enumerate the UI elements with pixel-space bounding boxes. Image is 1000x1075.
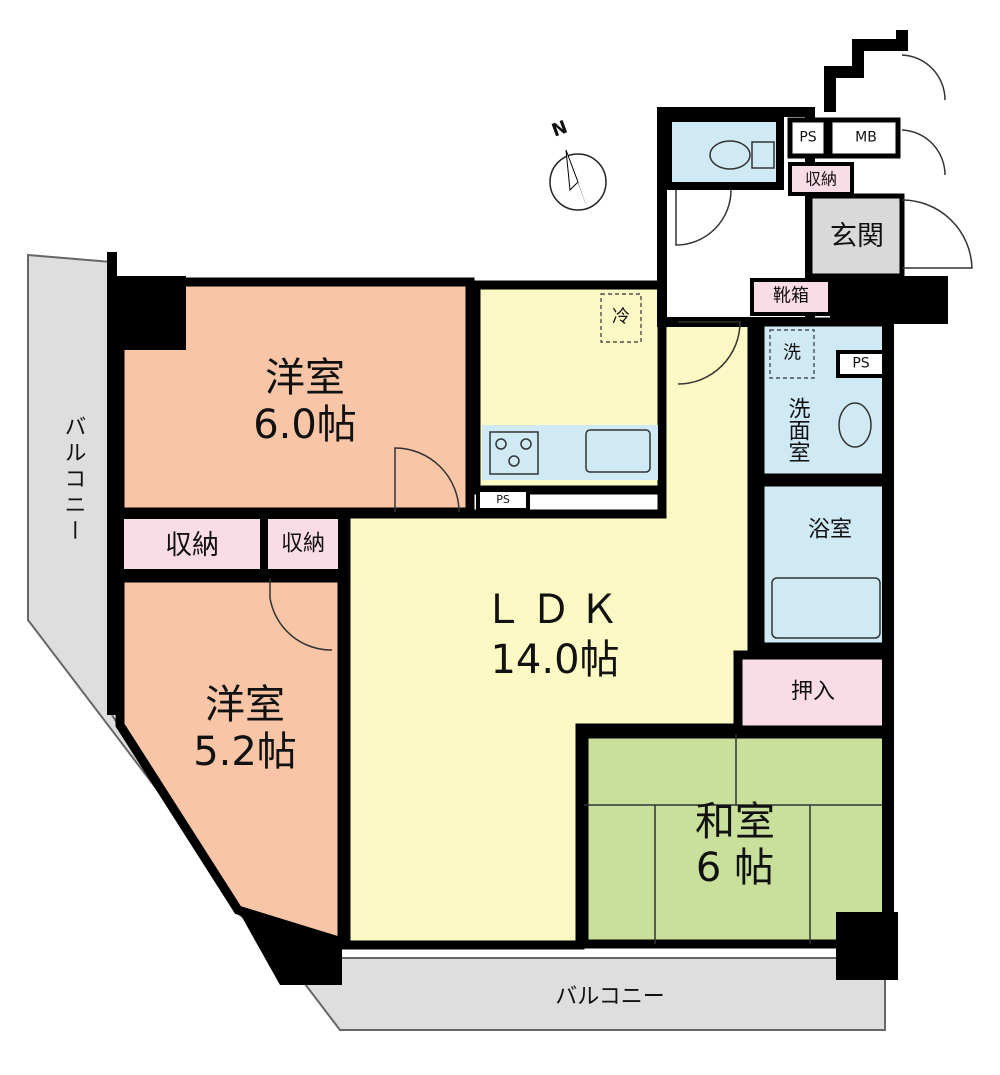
oshiire-label: 押入	[790, 679, 836, 705]
storage-1-label: 収納	[165, 529, 219, 561]
north-arrow-icon	[549, 149, 607, 216]
stair-wall	[824, 30, 908, 112]
balcony-bottom-label: バルコニー	[555, 984, 665, 1010]
bath-label: 浴室	[807, 517, 853, 543]
shoebox-label: 靴箱	[773, 285, 809, 307]
japanese-room-name: 和室	[695, 799, 775, 845]
stove-icon	[489, 431, 539, 475]
ldk-size: 14.0帖	[490, 637, 620, 683]
storage-3-label: 収納	[804, 169, 838, 189]
mb	[827, 117, 901, 159]
western-room-2-size: 5.2帖	[193, 729, 297, 775]
ps-top-label: PS	[799, 129, 817, 146]
ps-kitchen	[476, 488, 530, 512]
storage-2-label: 収納	[280, 531, 326, 557]
japanese-room-size: 6 帖	[695, 845, 775, 891]
western-room-1-name: 洋室	[265, 355, 345, 401]
western-room-2-name: 洋室	[205, 682, 285, 728]
ps-top	[787, 117, 829, 159]
balcony-left-label: バルコニー	[60, 415, 86, 545]
bath	[755, 477, 893, 652]
ps-wash	[836, 350, 886, 378]
washer-space	[769, 329, 815, 379]
entrance-label: 玄関	[830, 220, 884, 252]
kitchen-counter	[482, 425, 658, 480]
washroom	[755, 317, 893, 483]
fridge-label: 冷	[612, 306, 630, 328]
western-room-1-size: 6.0帖	[253, 402, 357, 448]
toilet-icon	[709, 140, 751, 170]
column	[114, 276, 186, 350]
ps-kitchen-label: PS	[496, 493, 510, 507]
fridge-space	[600, 293, 642, 343]
washer-label: 洗	[783, 342, 801, 364]
basin-icon	[838, 402, 872, 448]
sink-icon	[585, 429, 651, 473]
ldk-name: ＬＤＫ	[483, 587, 627, 633]
column-entry	[830, 276, 948, 324]
mb-label: MB	[855, 129, 877, 146]
bathtub-icon	[771, 577, 881, 639]
ps-wash-label: PS	[852, 355, 870, 372]
washroom-label: 洗面室	[784, 397, 810, 463]
